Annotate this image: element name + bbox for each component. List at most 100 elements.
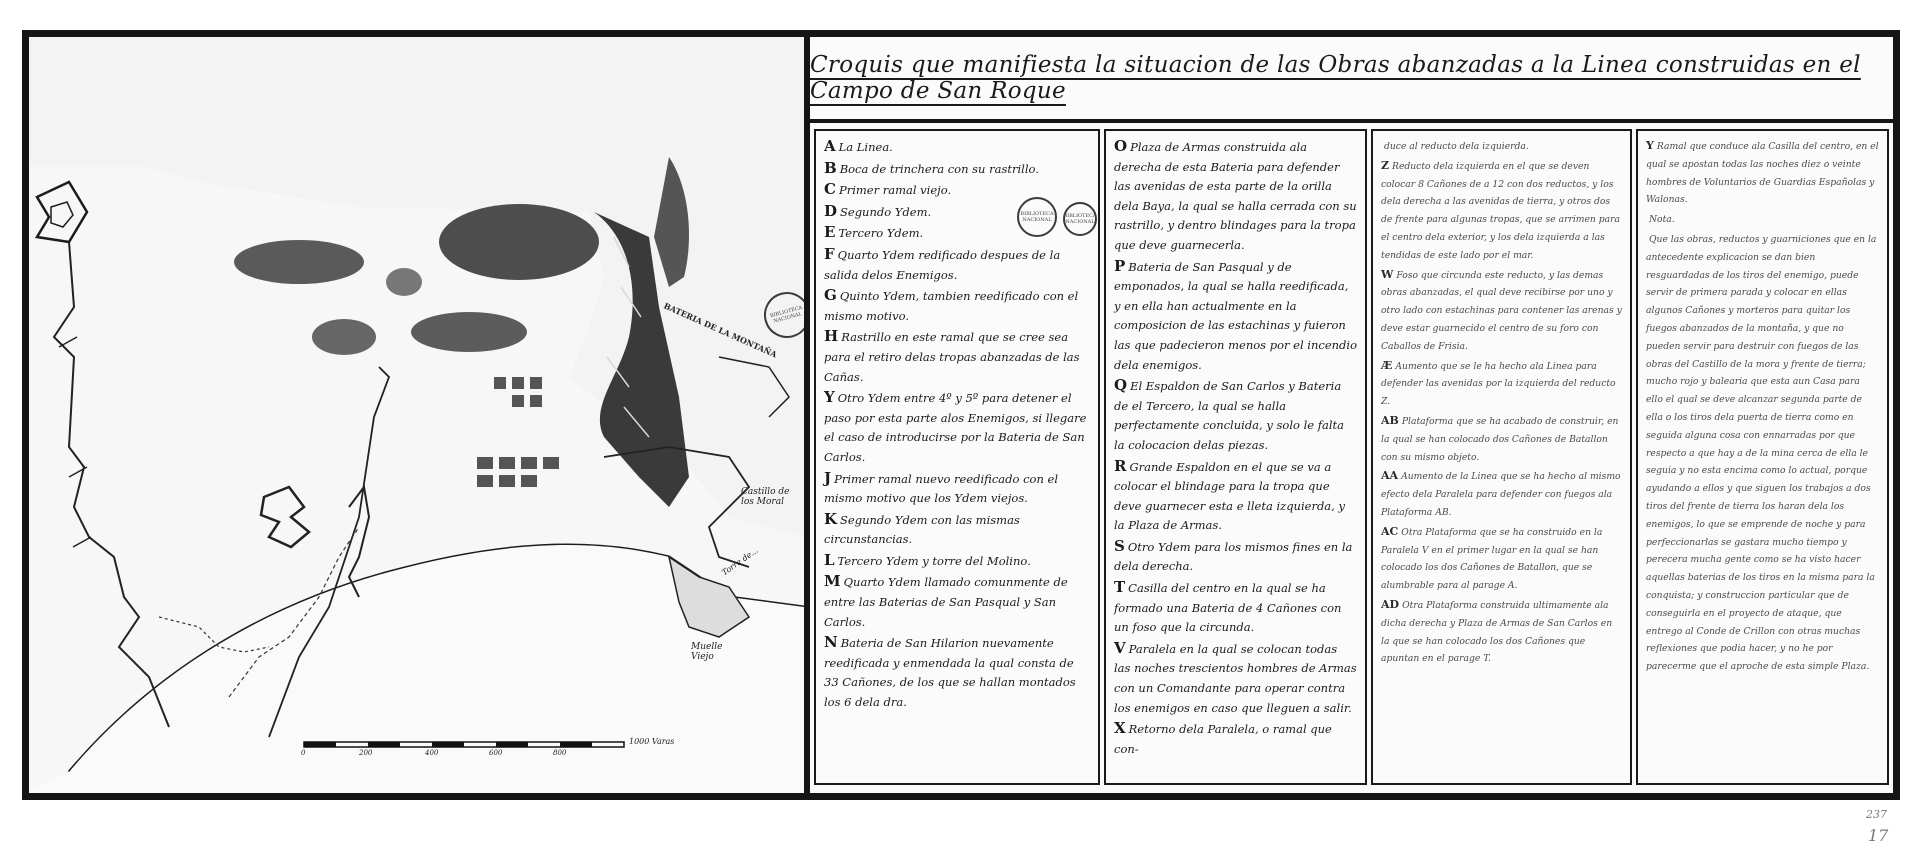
legend-key: Z <box>1381 158 1390 172</box>
legend-key: Q <box>1114 376 1128 395</box>
legend-text: Plaza de Armas construida ala derecha de… <box>1114 140 1357 252</box>
legend-key: Y <box>824 388 835 407</box>
legend-text: Otra Plataforma que se ha construido en … <box>1381 526 1603 592</box>
legend-key: H <box>824 327 839 346</box>
legend-text: Tercero Ydem y torre del Molino. <box>837 553 1031 568</box>
legend-key: Y <box>1646 139 1654 152</box>
legend-key: T <box>1114 578 1126 597</box>
legend-key: G <box>824 286 837 305</box>
legend-key: AD <box>1381 597 1400 611</box>
legend-text: Boca de trinchera con su rastrillo. <box>839 161 1039 176</box>
scale-tick-0: 0 <box>301 749 306 757</box>
legend-key: M <box>824 572 841 591</box>
legend-text: Retorno dela Paralela, o ramal que con- <box>1114 722 1332 756</box>
legend-text: Primer ramal viejo. <box>838 183 952 198</box>
legend-text: Otra Plataforma construida ultimamente a… <box>1381 599 1613 665</box>
legend-text: Que las obras, reductos y guarniciones q… <box>1646 233 1877 673</box>
map-panel: BATERIA DE LA MONTAÑA Castillo de los Mo… <box>29 37 810 793</box>
scale-tick-2: 400 <box>425 749 439 757</box>
map-drawing <box>29 37 804 793</box>
legend-key: W <box>1381 267 1394 281</box>
legend-key: R <box>1114 456 1127 475</box>
legend-text: Otro Ydem entre 4º y 5º para detener el … <box>824 391 1087 464</box>
library-stamp-text-1: BIBLIOTECA NACIONAL <box>1020 211 1054 223</box>
legend-key: AC <box>1381 524 1399 538</box>
legend-key: B <box>824 158 837 177</box>
scale-tick-4: 800 <box>553 749 567 757</box>
legend-text: Segundo Ydem con las mismas circunstanci… <box>824 512 1020 547</box>
legend-text: Tercero Ydem. <box>838 226 924 241</box>
document-sheet: BATERIA DE LA MONTAÑA Castillo de los Mo… <box>22 30 1900 800</box>
legend-entry: Que las obras, reductos y guarniciones q… <box>1646 230 1879 676</box>
library-stamp-text-2: BIBLIOTECA NACIONAL <box>1063 213 1097 225</box>
folio-number-top: 237 <box>1866 808 1887 821</box>
legend-key: N <box>824 633 838 652</box>
legend-text: Bateria de San Hilarion nuevamente reedi… <box>824 636 1076 710</box>
legend-key: D <box>824 201 838 220</box>
legend-key: E <box>824 223 836 242</box>
library-stamp-legend-1: BIBLIOTECA NACIONAL <box>1017 197 1057 237</box>
legend-text: Ramal que conduce ala Casilla del centro… <box>1646 141 1879 206</box>
legend-key: F <box>824 244 835 263</box>
legend-entry: Nota. <box>1646 210 1879 229</box>
legend-text: Quarto Ydem llamado comunmente de entre … <box>824 575 1068 629</box>
legend-key: S <box>1114 536 1125 555</box>
legend-text: Reducto dela izquierda en el que se deve… <box>1381 160 1621 261</box>
legend-text: Foso que circunda este reducto, y las de… <box>1381 269 1622 352</box>
text-panel: Croquis que manifiesta la situacion de l… <box>810 37 1893 793</box>
legend-text: Segundo Ydem. <box>840 204 932 219</box>
legend-key: L <box>824 550 835 569</box>
legend-text: Bateria de San Pasqual y de emponados, l… <box>1114 259 1357 372</box>
legend-text: Nota. <box>1649 214 1675 226</box>
label-castillo-moral: Castillo de los Moral <box>741 487 790 507</box>
legend-key: X <box>1114 719 1126 738</box>
legend-text: Casilla del centro en la qual se ha form… <box>1114 581 1342 635</box>
legend-text: Quinto Ydem, tambien reedificado con el … <box>824 289 1079 323</box>
library-stamp-text: BIBLIOTECA NACIONAL <box>769 304 803 325</box>
legend-key: AA <box>1381 469 1399 483</box>
legend-key: O <box>1114 137 1128 155</box>
legend-text: Quarto Ydem redificado despues de la sal… <box>824 247 1061 282</box>
legend-key: A <box>824 137 836 155</box>
legend-text: La Linea. <box>838 140 893 154</box>
legend-key: C <box>824 180 836 199</box>
legend-text: Rastrillo en este ramal que se cree sea … <box>824 330 1080 384</box>
legend-text: Paralela en la qual se colocan todas las… <box>1114 641 1357 715</box>
label-muelle-viejo: Muelle Viejo <box>691 642 723 662</box>
legend-key: Æ <box>1381 358 1393 372</box>
folio-number-bottom: 17 <box>1868 826 1889 845</box>
legend-key: P <box>1114 256 1126 275</box>
legend-text: El Espaldon de San Carlos y Bateria de e… <box>1114 379 1344 452</box>
legend-text: Otro Ydem para los mismos fines en la de… <box>1114 539 1353 574</box>
library-stamp-legend-2: BIBLIOTECA NACIONAL <box>1063 202 1097 236</box>
legend-text: Aumento de la Linea que se ha hecho al m… <box>1381 471 1621 518</box>
